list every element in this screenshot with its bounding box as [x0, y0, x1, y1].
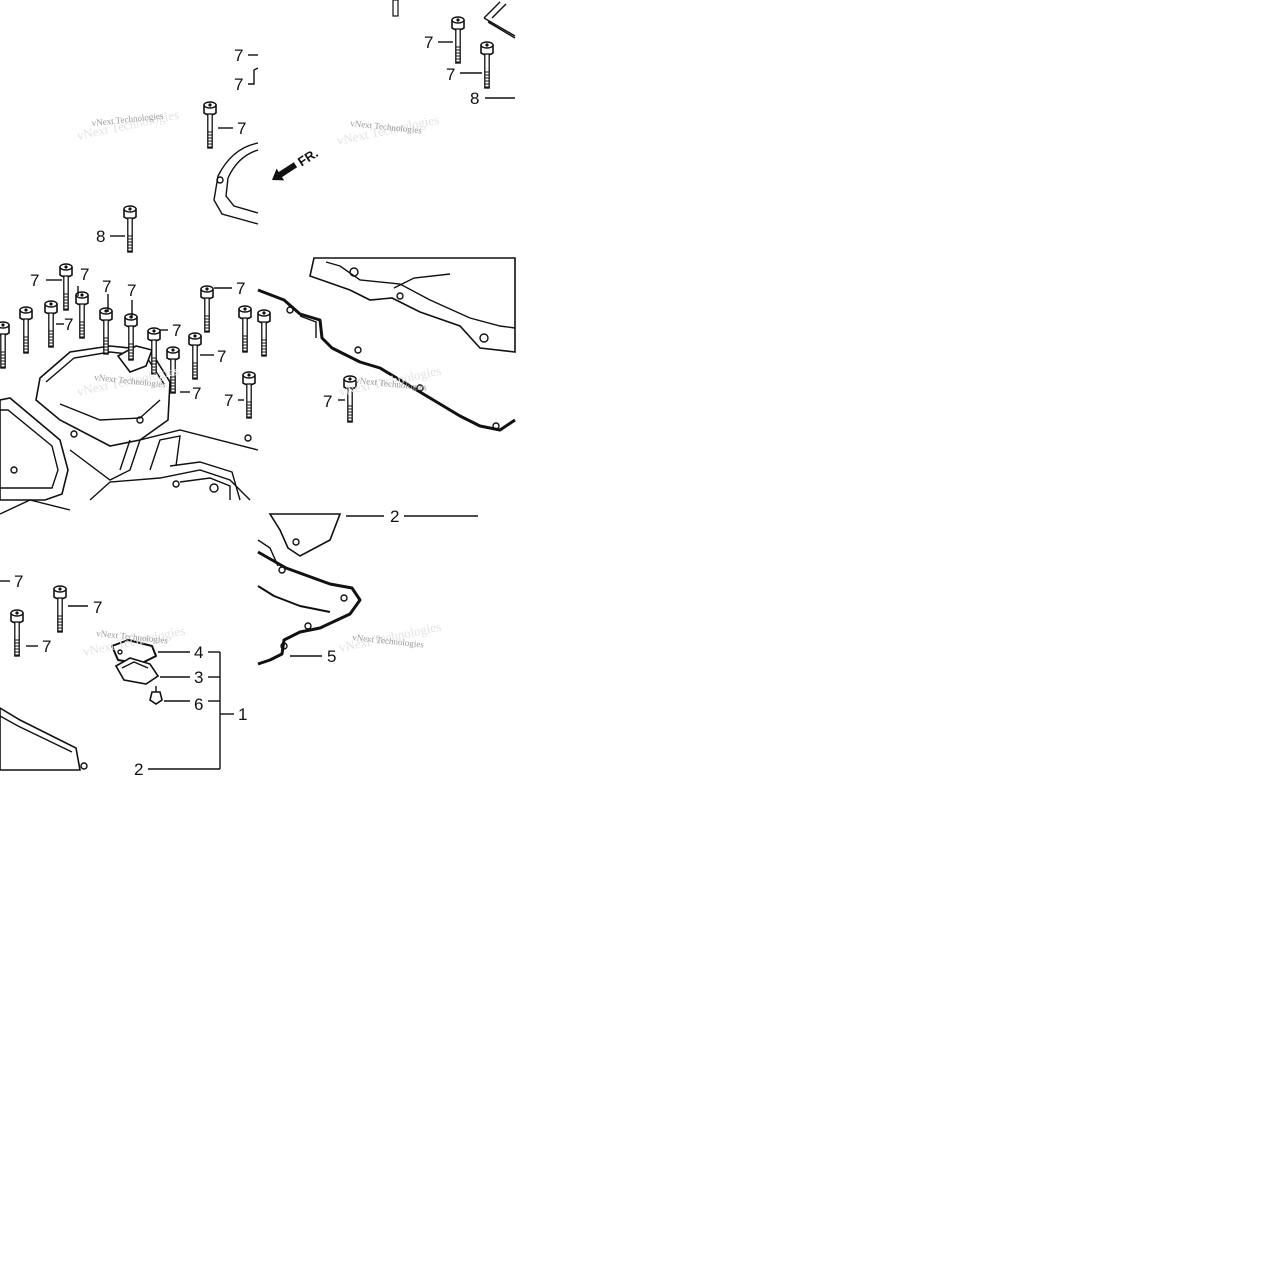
tile-middle-right: 7 vNext Technologies vNext Technologies — [257, 257, 516, 432]
callout-bolt: 7 — [323, 392, 332, 411]
callout-bolt: 7 — [217, 347, 226, 366]
callout-bolt: 7 — [236, 279, 245, 298]
callout-long-bolt: 8 — [96, 227, 105, 246]
callout-assembly: 1 — [238, 705, 247, 724]
callout-bolt: 7 — [102, 277, 111, 296]
callout-bolt: 7 — [234, 75, 243, 94]
tile-top-left: 7 8 7 7 vNext Technologies vNext Technol… — [76, 46, 259, 253]
tile-middle-left: 7 7 7 7 7 7 7 7 7 7 vNext Technologies v… — [0, 263, 271, 515]
front-marker: FR. — [295, 145, 321, 169]
callout-bolt: 7 — [64, 315, 73, 334]
callout-cap-gasket: 4 — [194, 643, 203, 662]
callout-bolt: 7 — [424, 33, 433, 52]
callout-bolt: 7 — [93, 598, 102, 617]
callout-cover-gasket: 5 — [327, 647, 336, 666]
callout-bolt: 7 — [172, 321, 181, 340]
callout-bolt: 7 — [237, 119, 246, 138]
callout-bolt: 7 — [80, 265, 89, 284]
callout-cover: 2 — [134, 760, 143, 779]
callout-bolt: 7 — [30, 271, 39, 290]
callout-bolt: 7 — [42, 637, 51, 656]
callout-cap: 3 — [194, 668, 203, 687]
callout-bolt: 7 — [14, 572, 23, 591]
callout-cover: 2 — [390, 507, 399, 526]
callout-long-bolt: 8 — [470, 89, 479, 108]
callout-bolt: 7 — [224, 391, 233, 410]
callout-cap-bolt: 6 — [194, 695, 203, 714]
callout-bolt: 7 — [446, 65, 455, 84]
callout-bolt: 7 — [127, 281, 136, 300]
front-arrow: FR. — [272, 145, 321, 181]
tile-bottom-left: 7 7 7 4 3 6 1 2 vNext Technologies vNext… — [0, 572, 247, 779]
tile-bottom-right: 2 5 vNext Technologies vNext Technologie… — [257, 507, 478, 666]
callout-bolt: 7 — [234, 46, 243, 65]
callout-bolt: 7 — [192, 384, 201, 403]
tile-top-right: 7 7 8 FR. vNext Technologies vNext Techn… — [272, 0, 516, 181]
